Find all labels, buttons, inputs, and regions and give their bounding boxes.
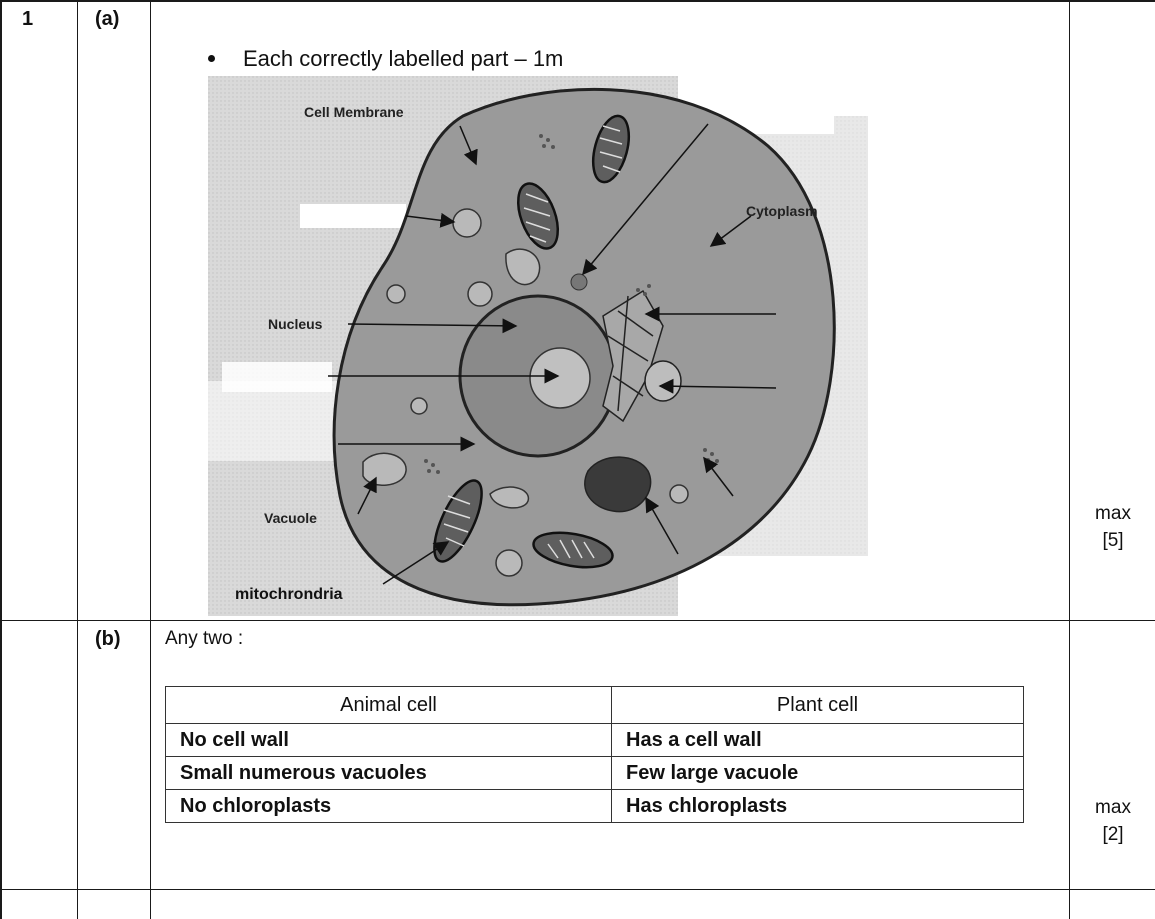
- part-a-marks-value: max [5]: [1073, 500, 1153, 554]
- label-cytoplasm: Cytoplasm: [746, 203, 818, 219]
- nucleolus-shape: [530, 348, 590, 408]
- comparison-table-header: Animal cell Plant cell: [166, 687, 1024, 724]
- table-cell: Has chloroplasts: [612, 790, 1024, 823]
- label-mitochondria: mitochrondria: [235, 586, 343, 604]
- part-b-intro: Any two :: [165, 628, 243, 650]
- label-nucleus: Nucleus: [268, 316, 322, 332]
- lysosome-shape: [585, 457, 651, 512]
- part-a-marks: max [5]: [1073, 500, 1153, 554]
- table-cell: No chloroplasts: [166, 790, 612, 823]
- animal-cell-diagram: Cell Membrane Cytoplasm Nucleus Vacuole …: [208, 76, 868, 616]
- table-row: No cell wall Has a cell wall: [166, 724, 1024, 757]
- blank-label-box-1: [300, 204, 406, 228]
- label-cell-membrane: Cell Membrane: [304, 104, 404, 120]
- marking-criterion-text: Each correctly labelled part – 1m: [243, 46, 563, 71]
- column-divider-3: [1069, 0, 1070, 919]
- table-row: Small numerous vacuoles Few large vacuol…: [166, 757, 1024, 790]
- table-border-top: [0, 0, 1155, 2]
- row-divider-2: [0, 889, 1155, 890]
- row-divider-1: [0, 620, 1155, 621]
- comparison-table: Animal cell Plant cell No cell wall Has …: [165, 686, 1024, 823]
- part-b-label: (b): [95, 628, 121, 651]
- animal-cell-svg: [208, 76, 868, 616]
- part-b-marks: max [2]: [1073, 794, 1153, 848]
- marking-criterion: Each correctly labelled part – 1m: [208, 46, 563, 72]
- header-animal-cell: Animal cell: [166, 687, 612, 724]
- part-a-label: (a): [95, 8, 119, 31]
- table-border-left: [0, 0, 2, 919]
- label-vacuole: Vacuole: [264, 510, 317, 526]
- table-cell: No cell wall: [166, 724, 612, 757]
- table-cell: Has a cell wall: [612, 724, 1024, 757]
- centriole-shape: [571, 274, 587, 290]
- part-b-marks-value: max [2]: [1073, 794, 1153, 848]
- table-cell: Small numerous vacuoles: [166, 757, 612, 790]
- column-divider-1: [77, 0, 78, 919]
- header-plant-cell: Plant cell: [612, 687, 1024, 724]
- bullet-icon: [208, 55, 215, 62]
- column-divider-2: [150, 0, 151, 919]
- table-row: No chloroplasts Has chloroplasts: [166, 790, 1024, 823]
- question-number: 1: [22, 8, 33, 31]
- table-cell: Few large vacuole: [612, 757, 1024, 790]
